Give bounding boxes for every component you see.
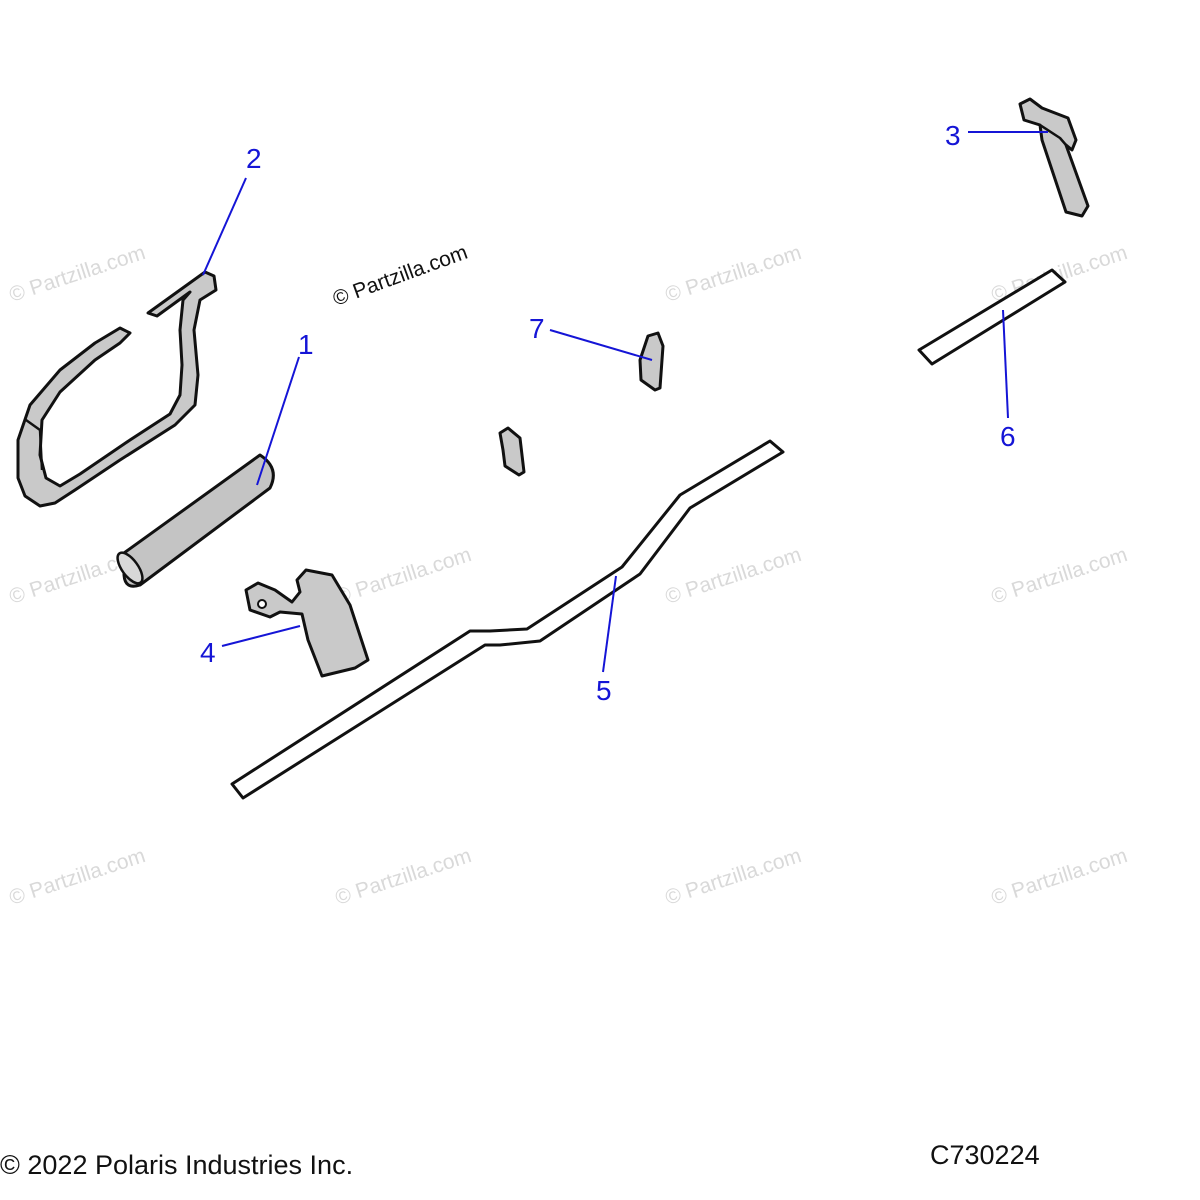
leader-6 xyxy=(1002,309,1009,419)
watermark: © Partzilla.com xyxy=(332,844,474,910)
leader-7 xyxy=(549,329,653,361)
watermark: © Partzilla.com xyxy=(988,543,1130,609)
part-1-tube[interactable] xyxy=(113,453,275,588)
callout-5[interactable]: 5 xyxy=(596,675,612,706)
callout-2[interactable]: 2 xyxy=(246,143,262,174)
watermark-dark: © Partzilla.com xyxy=(330,241,471,311)
callout-1[interactable]: 1 xyxy=(298,329,314,360)
leader-2 xyxy=(202,177,247,276)
callout-7[interactable]: 7 xyxy=(529,313,545,344)
watermark: © Partzilla.com xyxy=(662,844,804,910)
watermark: © Partzilla.com xyxy=(662,241,804,307)
watermark: © Partzilla.com xyxy=(6,844,148,910)
callouts: 1 2 3 4 5 6 7 xyxy=(200,120,1016,706)
leader-lines xyxy=(202,131,1048,673)
leader-5 xyxy=(602,575,617,673)
part-5-long-strip[interactable] xyxy=(230,439,785,800)
part-7-clip[interactable] xyxy=(638,331,665,392)
callout-6[interactable]: 6 xyxy=(1000,421,1016,452)
part-6-strip[interactable] xyxy=(917,268,1067,366)
leader-1 xyxy=(256,356,300,486)
watermark: © Partzilla.com xyxy=(6,241,148,307)
part-4-bracket[interactable] xyxy=(244,568,370,678)
watermark: © Partzilla.com xyxy=(662,543,804,609)
callout-4[interactable]: 4 xyxy=(200,637,216,668)
diagram-code: C730224 xyxy=(930,1140,1040,1170)
watermark: © Partzilla.com xyxy=(988,844,1130,910)
part-3-latch[interactable] xyxy=(1018,97,1090,218)
part-2-loop-frame[interactable] xyxy=(16,270,218,508)
clip-lower[interactable] xyxy=(498,426,526,477)
watermark: © Partzilla.com xyxy=(332,543,474,609)
copyright-text: © 2022 Polaris Industries Inc. xyxy=(0,1150,354,1180)
leader-4 xyxy=(221,625,301,647)
callout-3[interactable]: 3 xyxy=(945,120,961,151)
